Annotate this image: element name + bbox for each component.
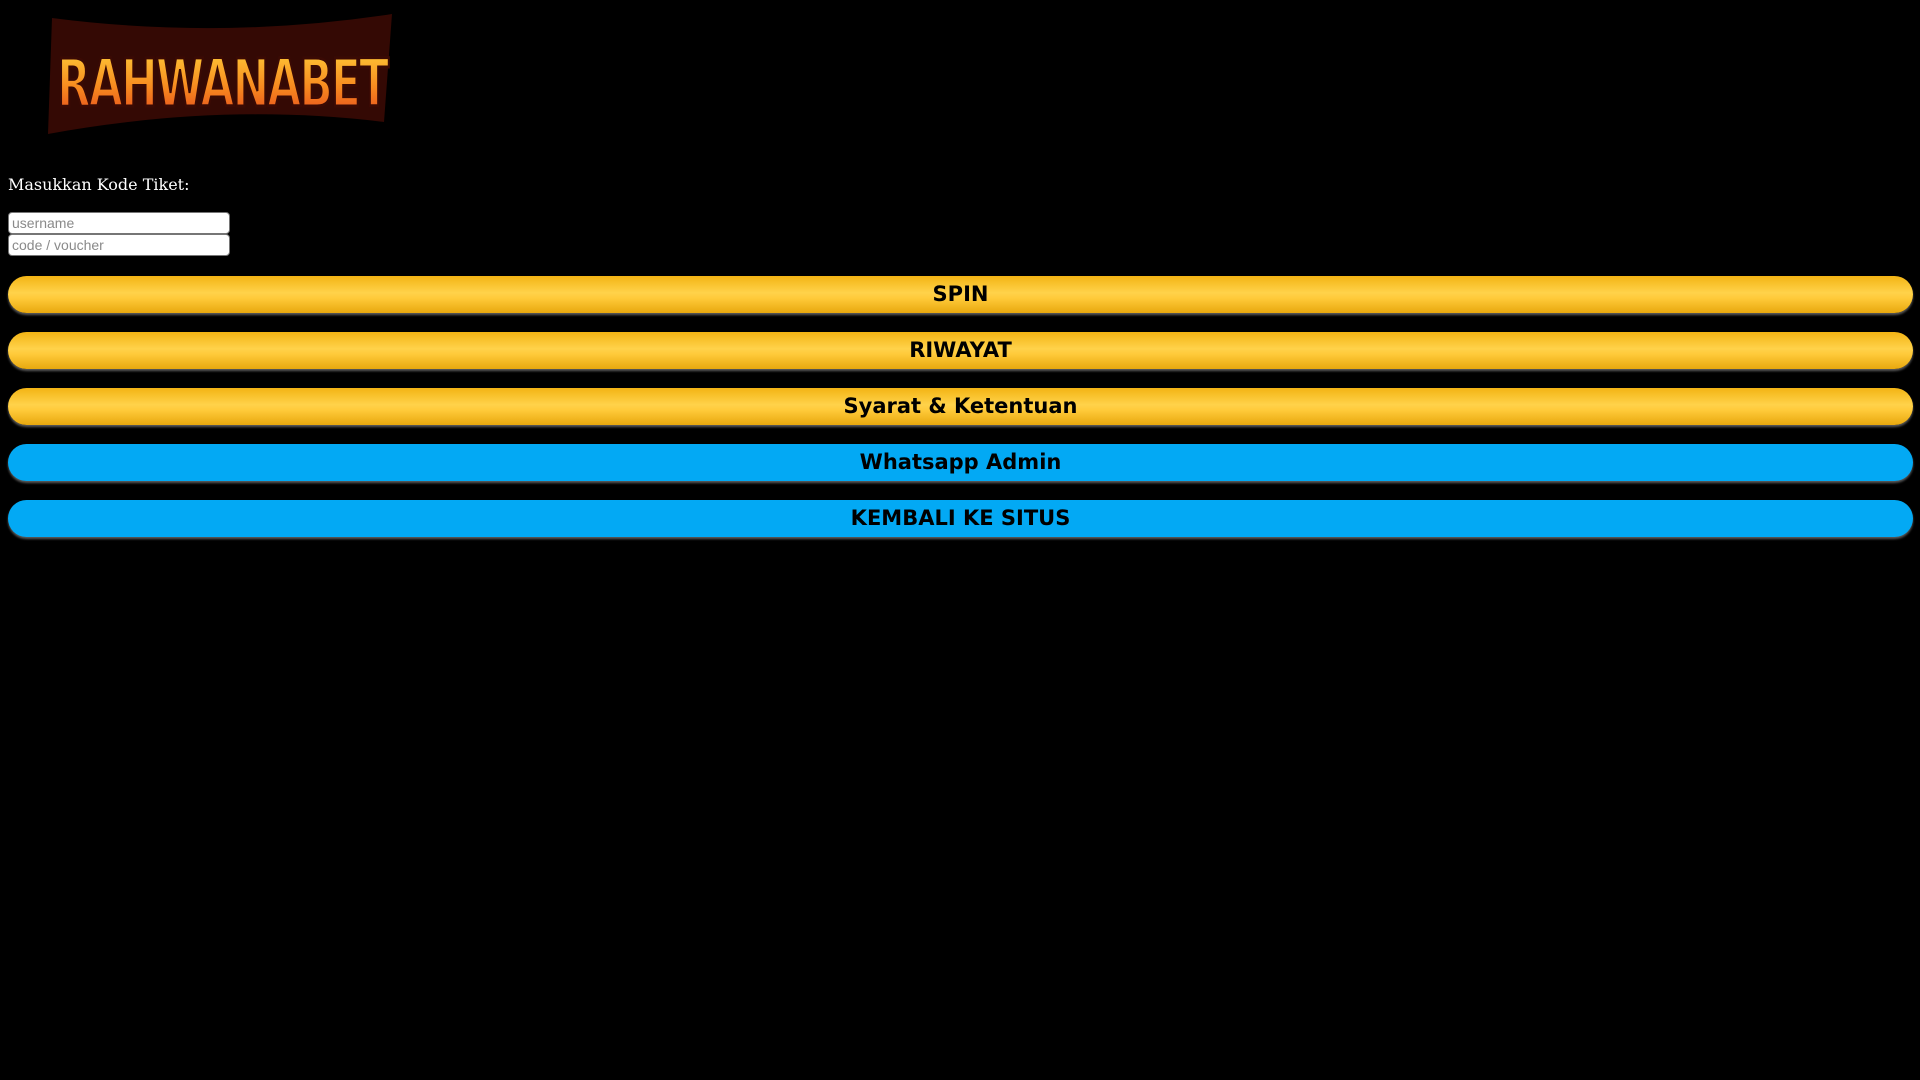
history-button[interactable]: RIWAYAT <box>8 332 1913 369</box>
logo-graphic: RAHWANABET <box>48 14 393 134</box>
spin-button[interactable]: SPIN <box>8 276 1913 313</box>
terms-button[interactable]: Syarat & Ketentuan <box>8 388 1913 425</box>
voucher-code-input[interactable] <box>8 234 230 256</box>
ticket-code-label: Masukkan Kode Tiket: <box>8 175 190 194</box>
back-to-site-button[interactable]: KEMBALI KE SITUS <box>8 500 1913 537</box>
brand-logo[interactable]: RAHWANABET <box>44 10 400 138</box>
username-input[interactable] <box>8 212 230 234</box>
whatsapp-admin-button[interactable]: Whatsapp Admin <box>8 444 1913 481</box>
logo-text: RAHWANABET <box>57 45 389 122</box>
